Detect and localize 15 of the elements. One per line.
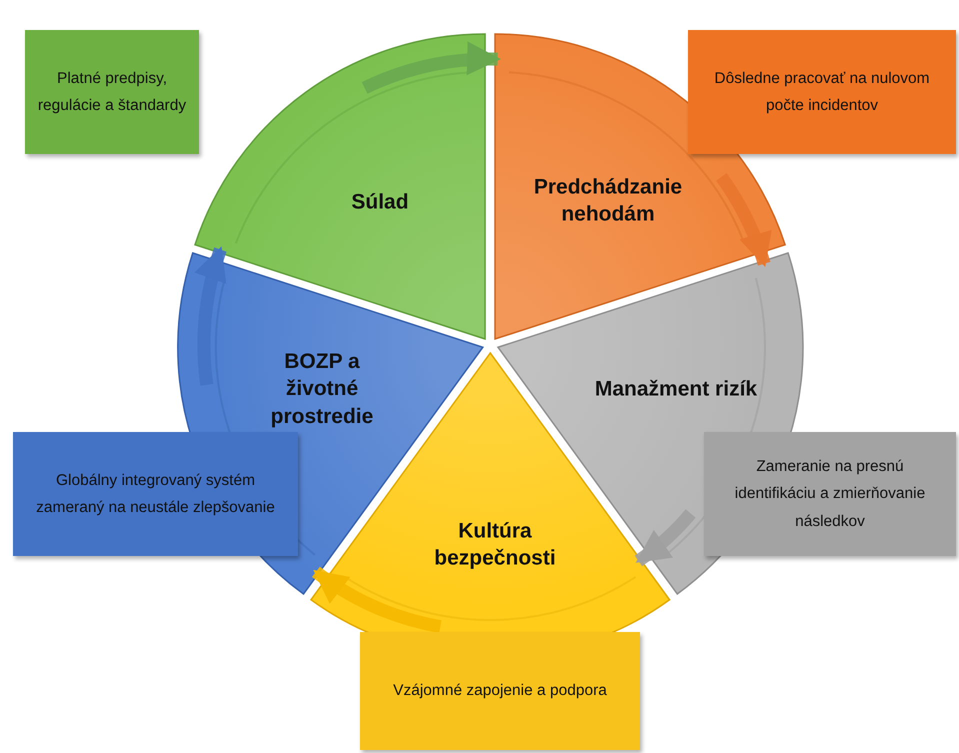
note-box: Globálny integrovaný systém zameraný na neustále zlepšovanie (13, 432, 298, 556)
curved-arrow (716, 173, 770, 267)
note-box: Zameranie na presnú identifikáciu a zmierňovanie následkov (704, 432, 956, 556)
note-box: Vzájomné zapojenie a podpora (360, 632, 640, 750)
curved-arrow (196, 246, 228, 386)
segment-title: Manažment rizík (594, 376, 758, 402)
curved-arrow (362, 43, 501, 94)
segment-title: Predchádzanie nehodám (532, 174, 684, 228)
curved-arrow (634, 509, 696, 566)
segment-title: Kultúra bezpečnosti (433, 518, 557, 572)
segment-title: BOZP a životné prostredie (270, 349, 374, 430)
segment-title: Súlad (350, 189, 410, 216)
curved-arrow (312, 566, 442, 633)
note-box: Platné predpisy, regulácie a štandardy (25, 30, 199, 154)
note-box: Dôsledne pracovať na nulovom počte incidentov (688, 30, 956, 154)
